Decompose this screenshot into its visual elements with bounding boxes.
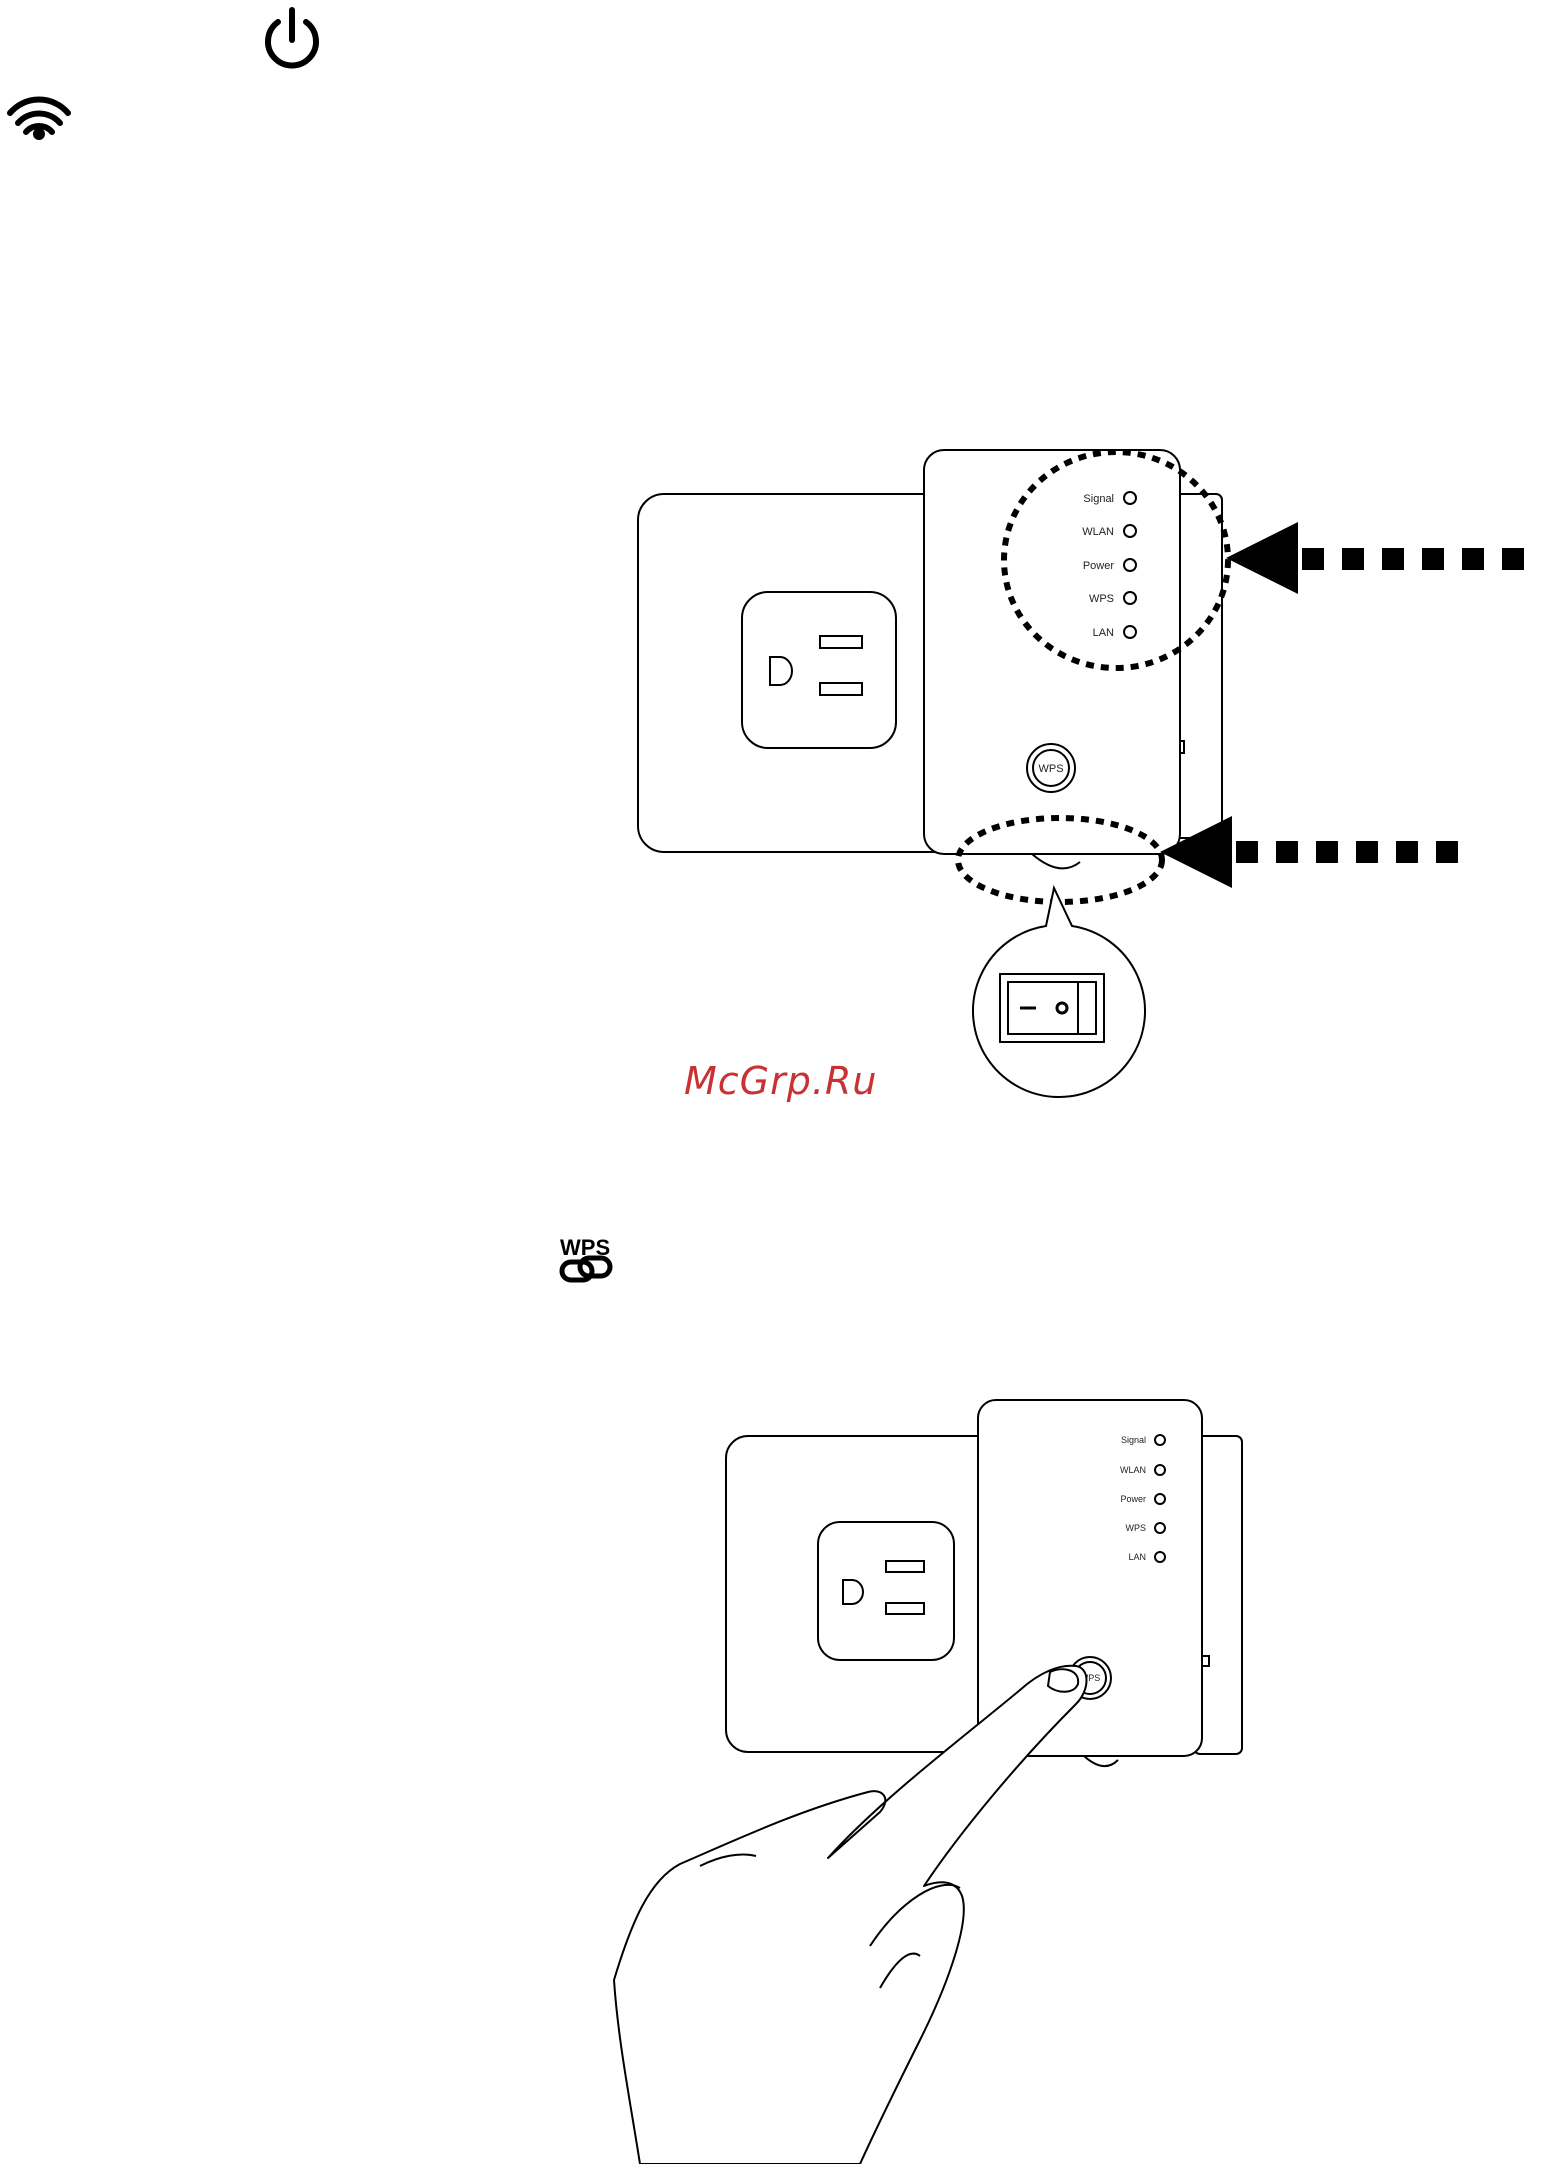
wps-button-label: WPS: [1038, 763, 1063, 775]
led-label: Signal: [1083, 493, 1114, 505]
wall-outlet: [818, 1522, 954, 1660]
power-icon: [268, 10, 316, 65]
led-label: Power: [1120, 1494, 1146, 1504]
led-label: LAN: [1093, 627, 1114, 639]
power-switch-callout: [973, 888, 1145, 1097]
device-figure-bottom: [726, 1400, 1242, 1766]
device-figure-top: [638, 450, 1222, 868]
wifi-icon: [10, 100, 68, 140]
led-label: WLAN: [1082, 526, 1114, 538]
led-label: WPS: [1125, 1523, 1146, 1533]
wps-link-icon: WPS: [560, 1235, 610, 1280]
rocker-switch: [1000, 974, 1104, 1042]
extender-body: [924, 450, 1180, 854]
wall-outlet: [742, 592, 896, 748]
led-label: WPS: [1089, 593, 1114, 605]
led-label: WLAN: [1120, 1465, 1146, 1475]
arrow-to-leds: [1226, 522, 1524, 594]
watermark: McGrp.Ru: [684, 1059, 877, 1103]
led-label: Signal: [1121, 1435, 1146, 1445]
led-label: LAN: [1128, 1552, 1146, 1562]
led-label: Power: [1083, 560, 1115, 572]
